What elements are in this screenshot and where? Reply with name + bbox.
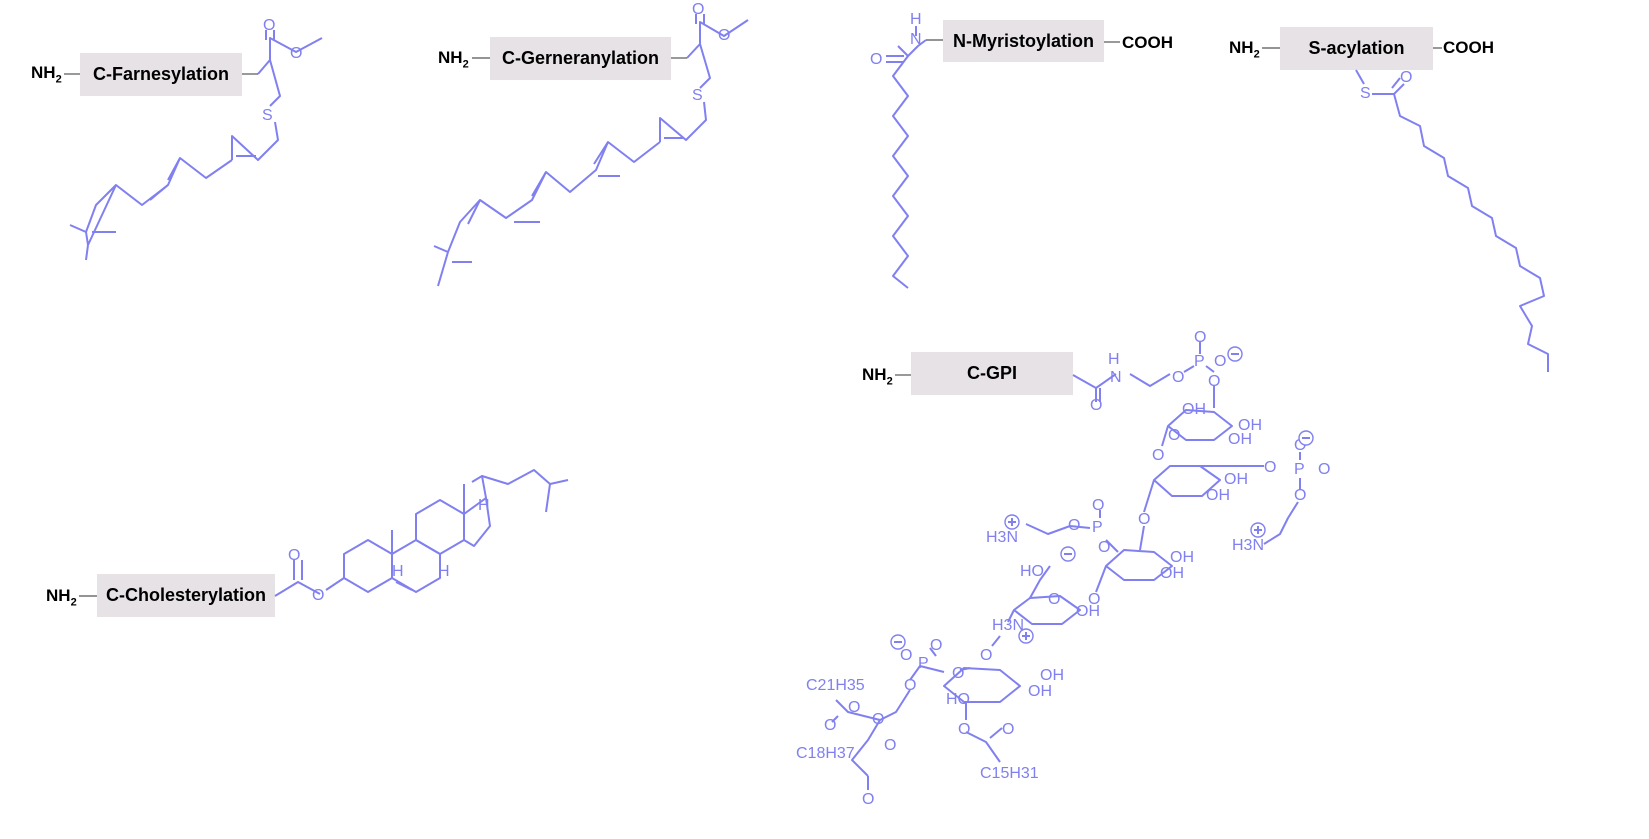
sac-s: S bbox=[1360, 85, 1371, 102]
gpi-o-link5: O bbox=[1088, 591, 1100, 608]
gpi-h: H bbox=[1108, 351, 1120, 368]
gpi-ho-1: HO bbox=[1020, 563, 1044, 580]
gpi-c18: C18H37 bbox=[796, 745, 855, 762]
farn-o1: O bbox=[263, 17, 275, 34]
myr-h: H bbox=[910, 11, 922, 28]
gpi-o-amide: O bbox=[1090, 397, 1102, 414]
gpi-p4: P bbox=[918, 655, 929, 672]
gerneranylation-nh2: NH2 bbox=[438, 48, 469, 71]
gerneranylation-label: C-Gerneranylation bbox=[490, 37, 671, 80]
gpi-h3n-mid: H3N bbox=[992, 617, 1024, 634]
cholesterylation-nh2: NH2 bbox=[46, 586, 77, 609]
gpi-o-glyc2: O bbox=[884, 737, 896, 754]
gpi-oh-3: OH bbox=[1228, 431, 1252, 448]
palmitoyl-structure bbox=[1355, 69, 1549, 372]
gpi-o-p1top: O bbox=[1194, 329, 1206, 346]
farn-s: S bbox=[262, 107, 273, 124]
ger-s: S bbox=[692, 87, 703, 104]
s-acylation-cooh: COOH bbox=[1443, 38, 1494, 57]
gpi-o-p1b: O bbox=[1208, 373, 1220, 390]
gpi-oh-8: OH bbox=[1076, 603, 1100, 620]
gpi-o-ester2: O bbox=[848, 699, 860, 716]
gpi-oh-1: OH bbox=[1182, 401, 1206, 418]
chol-h1: H bbox=[392, 563, 404, 580]
gpi-o-link3: O bbox=[1264, 459, 1276, 476]
s-acylation-label: S-acylation bbox=[1280, 27, 1433, 70]
gpi-label: C-GPI bbox=[911, 352, 1073, 395]
gpi-o-p4t: O bbox=[930, 637, 942, 654]
gpi-structure bbox=[831, 342, 1301, 790]
gpi-o-link1: O bbox=[1172, 369, 1184, 386]
gpi-o-p4b: O bbox=[904, 677, 916, 694]
gpi-o-p2b: O bbox=[1294, 487, 1306, 504]
gpi-p2: P bbox=[1294, 461, 1305, 478]
gpi-o-link7: O bbox=[952, 665, 964, 682]
myristoylation-label: N-Myristoylation bbox=[943, 20, 1104, 62]
gpi-oh-7: OH bbox=[1160, 565, 1184, 582]
gpi-o-ring4: O bbox=[1048, 591, 1060, 608]
gpi-oh-5: OH bbox=[1206, 487, 1230, 504]
gpi-o-p2r: O bbox=[1318, 461, 1330, 478]
gpi-n: N bbox=[1110, 369, 1122, 386]
gpi-o-p3t: O bbox=[1092, 497, 1104, 514]
sac-o: O bbox=[1400, 69, 1412, 86]
farnesylation-label: C-Farnesylation bbox=[80, 53, 242, 96]
chol-h2: H bbox=[438, 563, 450, 580]
gpi-o-ring1: O bbox=[1168, 427, 1180, 444]
gpi-o-ester2-co: O bbox=[824, 717, 836, 734]
gpi-nh2: NH2 bbox=[862, 365, 893, 388]
gpi-c21: C21H35 bbox=[806, 677, 865, 694]
gpi-h3n-right: H3N bbox=[1232, 537, 1264, 554]
gpi-o-p3b: O bbox=[1098, 539, 1110, 556]
gpi-oh-6: OH bbox=[1170, 549, 1194, 566]
farn-o2: O bbox=[290, 45, 302, 62]
chol-o1: O bbox=[288, 547, 300, 564]
farnesylation-nh2: NH2 bbox=[31, 63, 62, 86]
chol-h3: H bbox=[478, 497, 490, 514]
gpi-o-ester1-co: O bbox=[1002, 721, 1014, 738]
gpi-oh-9: OH bbox=[1040, 667, 1064, 684]
myr-n: N bbox=[910, 31, 922, 48]
gpi-ho-2: HO bbox=[946, 691, 970, 708]
ger-o1: O bbox=[692, 1, 704, 18]
farnesyl-structure bbox=[69, 30, 323, 261]
gpi-oh-10: OH bbox=[1028, 683, 1052, 700]
gpi-oh-2: OH bbox=[1238, 417, 1262, 434]
gpi-c15: C15H31 bbox=[980, 765, 1039, 782]
gpi-p3: P bbox=[1092, 519, 1103, 536]
gpi-o-p3l: O bbox=[1068, 517, 1080, 534]
gpi-p1: P bbox=[1194, 353, 1205, 370]
gpi-o-link4: O bbox=[1138, 511, 1150, 528]
gpi-o-ester3: O bbox=[862, 791, 874, 808]
myr-o: O bbox=[870, 51, 882, 68]
cholesterylation-label: C-Cholesterylation bbox=[97, 574, 275, 617]
gpi-o-p1r: O bbox=[1214, 353, 1226, 370]
gpi-o-link2: O bbox=[1152, 447, 1164, 464]
myristoyl-structure bbox=[886, 26, 927, 289]
geranylgeranyl-structure bbox=[433, 14, 749, 287]
myristoylation-cooh: COOH bbox=[1122, 33, 1173, 52]
gpi-o-ester1: O bbox=[958, 721, 970, 738]
gpi-o-link6: O bbox=[980, 647, 992, 664]
s-acylation-nh2: NH2 bbox=[1229, 38, 1260, 61]
gpi-o-glyc1: O bbox=[872, 711, 884, 728]
chol-o2: O bbox=[312, 587, 324, 604]
ger-o2: O bbox=[718, 27, 730, 44]
cholesterol-structure bbox=[274, 469, 569, 597]
gpi-oh-4: OH bbox=[1224, 471, 1248, 488]
gpi-o-p4l: O bbox=[900, 647, 912, 664]
gpi-h3n-left: H3N bbox=[986, 529, 1018, 546]
